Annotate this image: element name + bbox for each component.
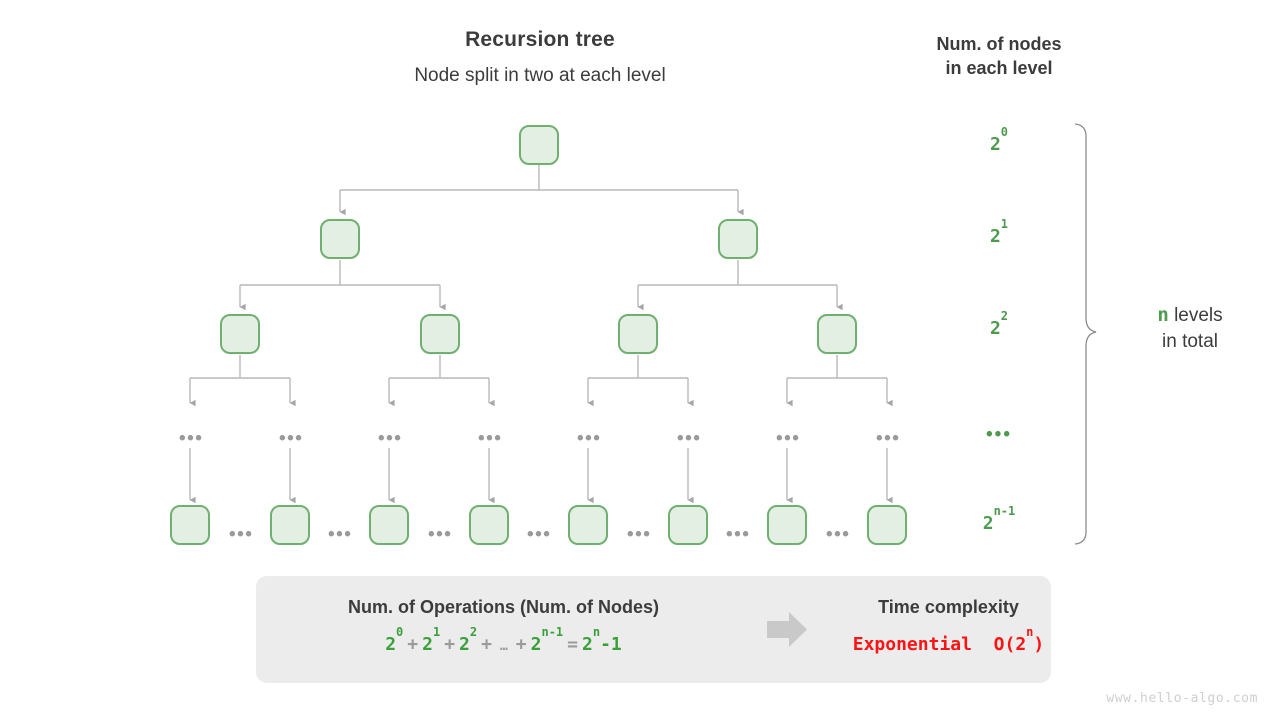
level-count-3: ••• bbox=[986, 424, 1012, 445]
leaf-separator-5: ••• bbox=[726, 524, 751, 545]
levels-line2: in total bbox=[1162, 330, 1218, 352]
tree-node-l4-1 bbox=[270, 505, 310, 545]
tree-node-l1-1 bbox=[718, 219, 758, 259]
tree-node-l4-6 bbox=[767, 505, 807, 545]
right-column-title-line1: Num. of nodes bbox=[936, 34, 1062, 54]
tree-ellipsis-l3-5: ••• bbox=[677, 428, 702, 449]
complexity-block: Time complexity Exponential O(2n) bbox=[846, 576, 1051, 683]
formula-equals: = bbox=[567, 634, 579, 655]
leaf-separator-0: ••• bbox=[229, 524, 254, 545]
tree-ellipsis-l3-1: ••• bbox=[279, 428, 304, 449]
level-count-4: 2n-1 bbox=[939, 504, 1059, 534]
tree-node-l4-4 bbox=[568, 505, 608, 545]
right-column-title-line2: in each level bbox=[945, 57, 1053, 78]
levels-brace bbox=[1074, 123, 1097, 545]
operations-title: Num. of Operations (Num. of Nodes) bbox=[347, 597, 659, 617]
tree-ellipsis-l3-2: ••• bbox=[378, 428, 403, 449]
formula-term-2: 22 bbox=[459, 625, 478, 655]
tree-node-l2-0 bbox=[220, 314, 260, 354]
formula-result: 2n-1 bbox=[582, 625, 622, 655]
tree-ellipsis-l3-6: ••• bbox=[776, 428, 801, 449]
level-count-2-exp: 2 bbox=[1000, 309, 1009, 324]
tree-node-l2-3 bbox=[817, 314, 857, 354]
complexity-notation: O(2n) bbox=[993, 625, 1045, 655]
formula-term-4: 2n-1 bbox=[530, 625, 564, 655]
leaf-separator-4: ••• bbox=[627, 524, 652, 545]
levels-n-symbol: n bbox=[1157, 304, 1169, 326]
summary-panel: Num. of Operations (Num. of Nodes) 20+21… bbox=[256, 576, 1051, 683]
operations-formula: 20+21+22+…+2n-1=2n-1 bbox=[256, 625, 751, 655]
level-count-0-base: 2 bbox=[989, 134, 1001, 155]
complexity-title: Time complexity bbox=[878, 597, 1019, 617]
leaf-separator-3: ••• bbox=[527, 524, 552, 545]
right-column-title: Num. of nodes in each level bbox=[899, 33, 1099, 81]
level-count-0-exp: 0 bbox=[1000, 125, 1009, 140]
tree-node-l1-0 bbox=[320, 219, 360, 259]
tree-ellipsis-l3-4: ••• bbox=[577, 428, 602, 449]
level-count-1-exp: 1 bbox=[1000, 217, 1009, 232]
formula-plus-0: + bbox=[407, 634, 419, 655]
tree-node-l0-0 bbox=[519, 125, 559, 165]
level-count-4-base: 2 bbox=[982, 513, 994, 534]
leaf-separator-6: ••• bbox=[826, 524, 851, 545]
page-subtitle: Node split in two at each level bbox=[414, 65, 666, 86]
complexity-value: Exponential O(2n) bbox=[846, 625, 1051, 655]
tree-node-l4-3 bbox=[469, 505, 509, 545]
tree-node-l4-0 bbox=[170, 505, 210, 545]
levels-in-total-caption: n levels in total bbox=[1105, 303, 1275, 354]
tree-ellipsis-l3-3: ••• bbox=[478, 428, 503, 449]
complexity-word: Exponential bbox=[852, 634, 972, 655]
page-title: Recursion tree bbox=[465, 28, 615, 51]
leaf-separator-2: ••• bbox=[428, 524, 453, 545]
tree-node-l4-2 bbox=[369, 505, 409, 545]
arrow-right-icon bbox=[767, 612, 807, 647]
formula-plus-3: + bbox=[515, 634, 527, 655]
formula-ellipsis: … bbox=[499, 639, 508, 654]
tree-node-l2-1 bbox=[420, 314, 460, 354]
formula-plus-1: + bbox=[444, 634, 456, 655]
levels-word: levels bbox=[1174, 305, 1223, 326]
formula-term-0: 20 bbox=[385, 625, 404, 655]
levels-line1: n levels bbox=[1105, 303, 1275, 329]
level-count-2-base: 2 bbox=[989, 318, 1001, 339]
watermark: www.hello-algo.com bbox=[1106, 691, 1258, 706]
tree-node-l4-7 bbox=[867, 505, 907, 545]
formula-term-1: 21 bbox=[422, 625, 441, 655]
tree-node-l4-5 bbox=[668, 505, 708, 545]
tree-ellipsis-l3-0: ••• bbox=[179, 428, 204, 449]
level-count-1: 21 bbox=[939, 217, 1059, 247]
level-count-2: 22 bbox=[939, 309, 1059, 339]
level-count-4-exp: n-1 bbox=[993, 504, 1016, 519]
tree-ellipsis-l3-7: ••• bbox=[876, 428, 901, 449]
level-count-0: 20 bbox=[939, 125, 1059, 155]
tree-node-l2-2 bbox=[618, 314, 658, 354]
level-count-1-base: 2 bbox=[989, 226, 1001, 247]
operations-block: Num. of Operations (Num. of Nodes) 20+21… bbox=[256, 576, 751, 683]
formula-plus-2: + bbox=[481, 634, 492, 655]
leaf-separator-1: ••• bbox=[328, 524, 353, 545]
